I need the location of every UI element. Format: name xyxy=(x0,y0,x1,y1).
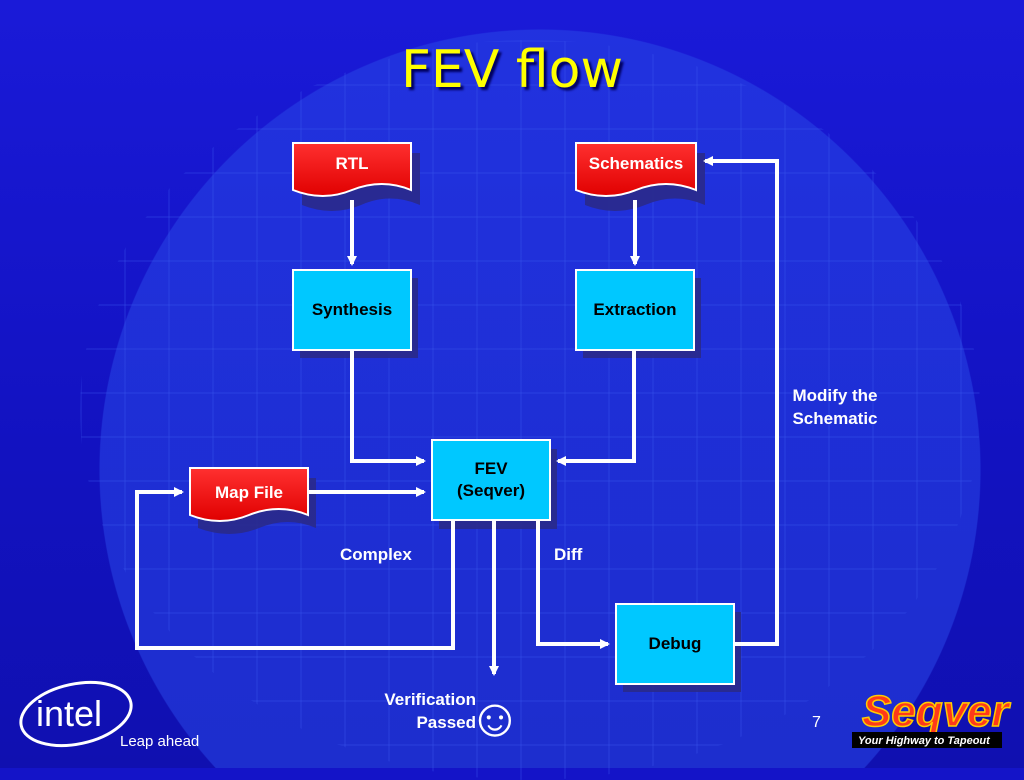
extraction-label: Extraction xyxy=(593,300,677,319)
debug-label: Debug xyxy=(648,634,702,653)
fev-label-line1: FEV xyxy=(474,459,508,478)
seqver-tagline: Your Highway to Tapeout xyxy=(858,735,991,747)
fev-label-line2: (Seqver) xyxy=(456,481,526,500)
verification-line2: Passed xyxy=(416,713,476,732)
seqver-wordmark: Seqver xyxy=(862,687,1012,736)
map-file-document xyxy=(189,467,309,522)
slide-title: FEV flow xyxy=(401,40,623,100)
arrow-diff-to-debug xyxy=(536,520,610,649)
arrow-extraction-to-fev xyxy=(556,350,636,466)
intel-logo: intel Leap ahead xyxy=(19,680,199,750)
arrow-synthesis-to-fev xyxy=(350,350,426,466)
complex-label: Complex xyxy=(340,545,412,564)
verification-line1: Verification xyxy=(384,690,476,709)
map-file-label: Map File xyxy=(214,483,283,502)
smiley-icon: ☺ xyxy=(467,688,523,748)
verification-passed-label: Verification Passed xyxy=(356,688,476,734)
arrow-complex-to-mapfile xyxy=(135,487,455,650)
background-wafer-grid xyxy=(80,40,980,780)
extraction-box xyxy=(575,269,695,351)
modify-line2: Schematic xyxy=(792,409,878,428)
rtl-label: RTL xyxy=(335,154,369,173)
modify-line1: Modify the xyxy=(792,386,878,405)
modify-schematic-label: Modify the Schematic xyxy=(770,384,900,430)
rtl-document xyxy=(292,142,412,197)
fev-label: FEV (Seqver) xyxy=(432,440,550,520)
flow-arrows xyxy=(135,156,779,676)
debug-box xyxy=(615,603,735,685)
schematics-document xyxy=(575,142,697,197)
diff-label: Diff xyxy=(554,545,583,564)
arrow-debug-to-schematics xyxy=(703,156,779,646)
intel-tagline: Leap ahead xyxy=(120,733,199,750)
intel-wordmark: intel xyxy=(36,693,102,734)
schematics-label: Schematics xyxy=(588,154,684,173)
seqver-logo: Seqver Your Highway to Tapeout xyxy=(852,686,1012,748)
fev-box xyxy=(431,439,551,521)
synthesis-label: Synthesis xyxy=(311,300,393,319)
page-number: 7 xyxy=(812,714,821,731)
